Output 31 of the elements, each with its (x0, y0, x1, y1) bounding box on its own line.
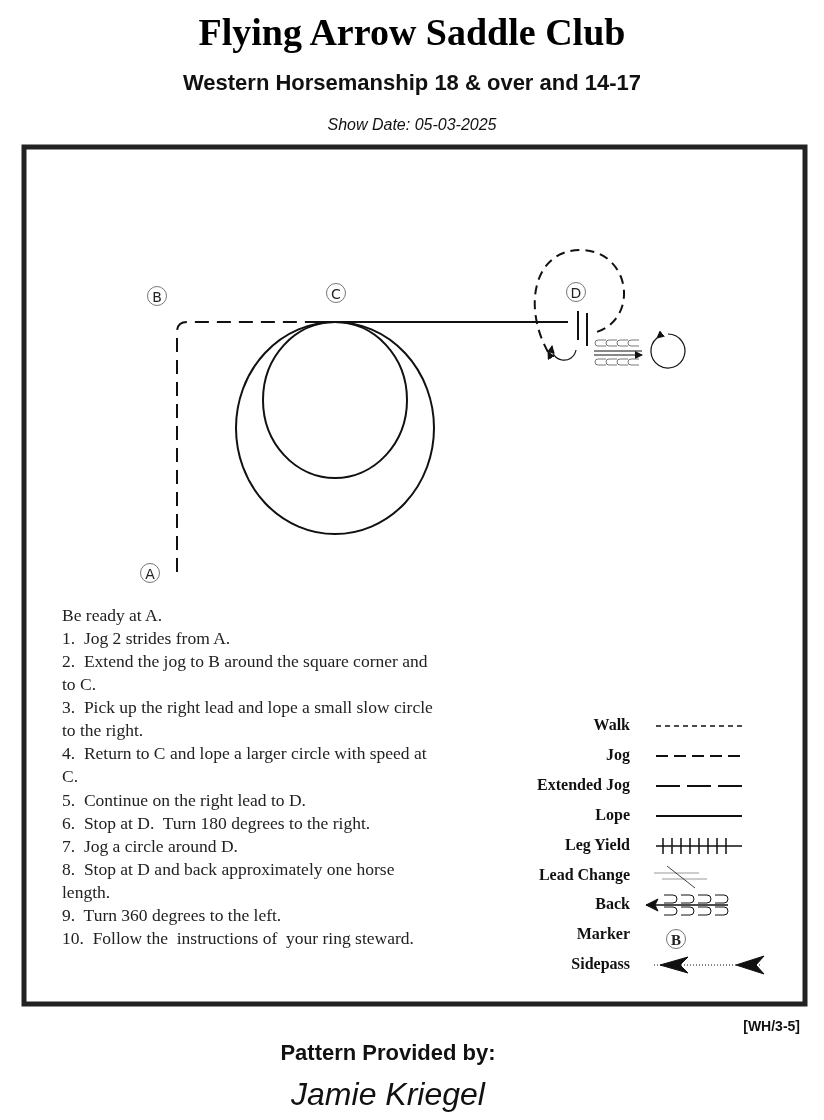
pattern-code: [WH/3-5] (743, 1018, 800, 1034)
instruction-text: 3. Pick up the right lead and lope a small slow circle to the right. (62, 696, 434, 742)
instruction-text: 5. Continue on the right lead to D. (62, 789, 307, 812)
show-date: Show Date: 05-03-2025 (326, 116, 498, 134)
instruction-text: 8. Stop at D and back approximately one horse length. (62, 858, 396, 904)
marker-circle: C (326, 283, 346, 303)
legend-label: Lope (594, 806, 630, 824)
instruction-text: 4. Return to C and lope a larger circle with speed at C. (62, 742, 428, 788)
instruction-text: Be ready at A. (62, 604, 164, 627)
legend-label: Lead Change (537, 866, 630, 884)
title: Flying Arrow Saddle Club (197, 10, 627, 54)
legend-label: Leg Yield (563, 836, 630, 854)
legend-label: Extended Jog (536, 776, 630, 794)
author-name: Jamie Kriegel (290, 1076, 487, 1113)
marker-circle: D (566, 282, 586, 302)
legend-label: Jog (605, 746, 630, 764)
instruction-text: 7. Jog a circle around D. (62, 835, 239, 858)
instruction-text: 10. Follow the instructions of your ring steward. (62, 927, 415, 950)
instruction-text: 2. Extend the jog to B around the square corner and to C. (62, 650, 429, 696)
instruction-text: 9. Turn 360 degrees to the left. (62, 904, 283, 927)
marker-circle: A (140, 563, 160, 583)
legend-label: Marker (575, 925, 630, 943)
legend-label: Back (594, 895, 630, 913)
legend-label: Sidepass (570, 955, 630, 973)
subtitle: Western Horsemanship 18 & over and 14-17 (181, 70, 643, 96)
legend-label: Walk (592, 716, 630, 734)
marker-circle: B (147, 286, 167, 306)
marker-circle: B (666, 929, 686, 949)
credit-heading: Pattern Provided by: (279, 1040, 497, 1066)
instruction-text: 6. Stop at D. Turn 180 degrees to the right. (62, 812, 372, 835)
instruction-text: 1. Jog 2 strides from A. (62, 627, 232, 650)
